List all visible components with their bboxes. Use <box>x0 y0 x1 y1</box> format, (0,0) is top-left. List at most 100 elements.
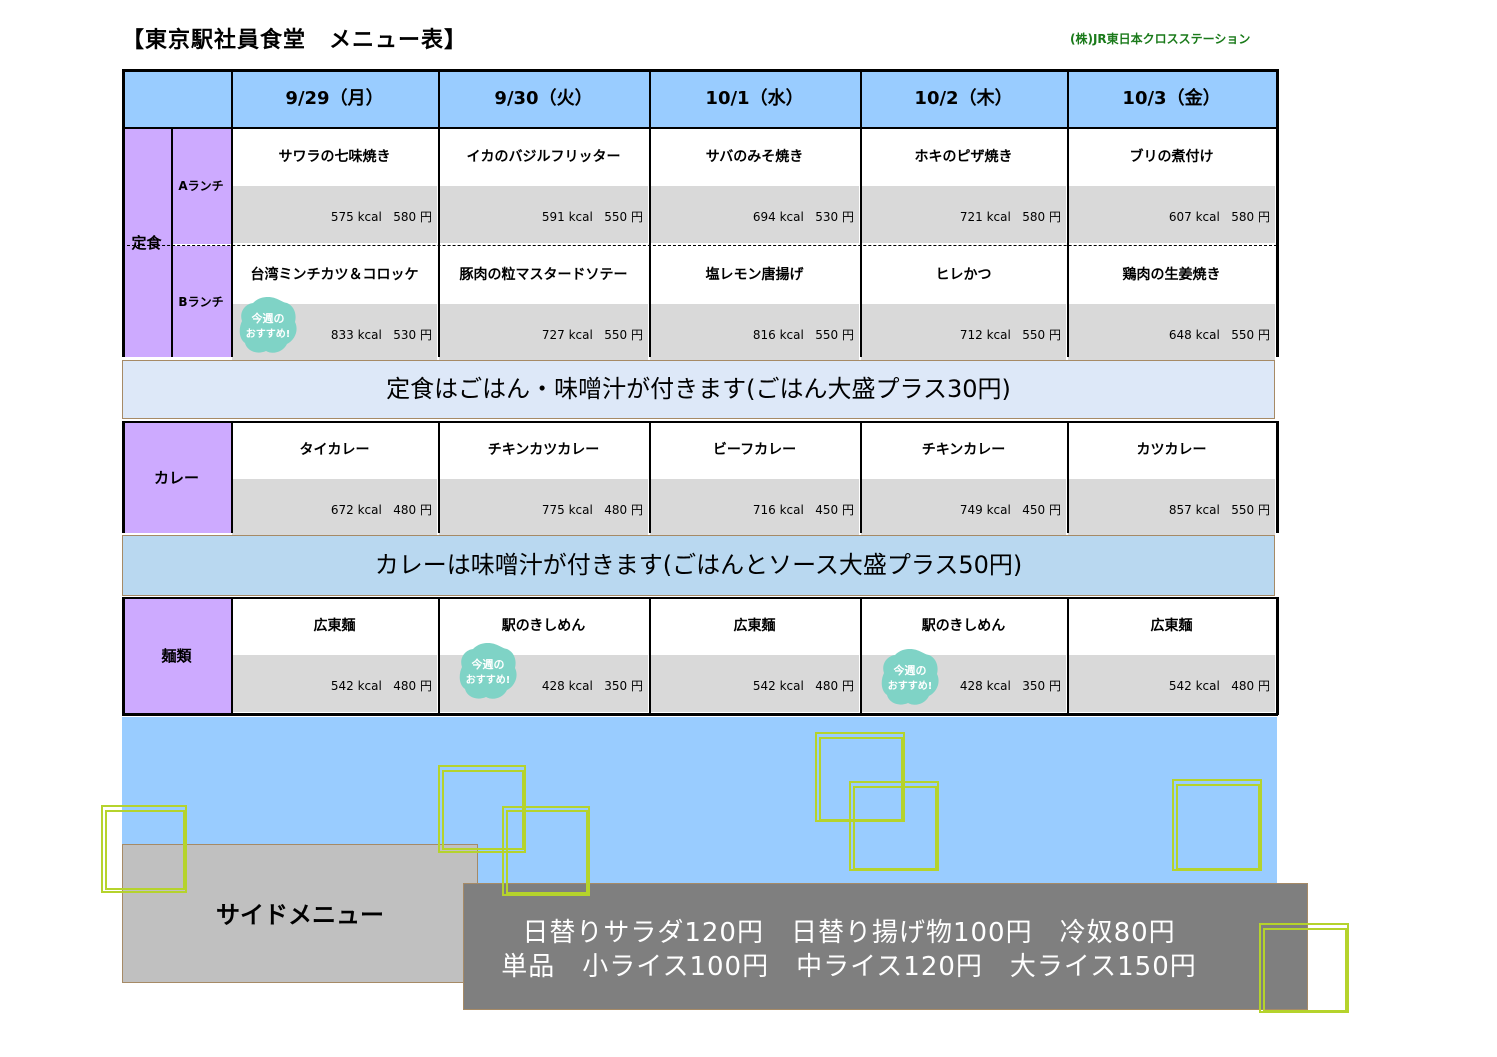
teishoku-note: 定食はごはん・味噌汁が付きます(ごはん大盛プラス30円) <box>122 360 1275 419</box>
kcal-unit: kcal <box>779 328 804 342</box>
price-value: 550 <box>604 328 628 342</box>
yen-unit: 円 <box>630 328 643 342</box>
kcal-unit: kcal <box>779 679 804 693</box>
kcal-value: 542 <box>752 679 776 693</box>
price-value: 480 <box>604 503 628 517</box>
price-value: 350 <box>604 679 628 693</box>
header-row <box>122 70 1277 127</box>
noodles-label: 麺類 <box>122 597 231 713</box>
price-value: 550 <box>815 328 839 342</box>
noodles-info: 542 kcal 480 円 <box>649 677 854 694</box>
row-divider <box>122 245 1277 246</box>
info-band <box>232 479 437 536</box>
kcal-value: 575 <box>330 210 354 224</box>
info-band <box>232 186 437 243</box>
a_lunch-dish-name: サバのみそ焼き <box>705 149 804 165</box>
kcal-unit: kcal <box>568 210 593 224</box>
noodles-info: 428 kcal 350 円 <box>860 677 1061 694</box>
kcal-value: 727 <box>541 328 565 342</box>
grid-line <box>122 127 1278 129</box>
info-band <box>439 479 648 536</box>
price-value: 550 <box>1231 328 1255 342</box>
a_lunch-info: 694 kcal 530 円 <box>649 208 854 225</box>
price-value: 530 <box>393 328 417 342</box>
b_lunch-info: 648 kcal 550 円 <box>1067 326 1270 343</box>
grid-line <box>122 421 1278 423</box>
decor-square <box>438 765 526 853</box>
noodles-info: 542 kcal 480 円 <box>1067 677 1270 694</box>
grid-line <box>231 69 233 357</box>
company-name: (株)JR東日本クロスステーション <box>1070 32 1251 46</box>
kcal-value: 833 <box>330 328 354 342</box>
noodles-dish-name: 広東麺 <box>1150 618 1193 634</box>
b_lunch-info: 712 kcal 550 円 <box>860 326 1061 343</box>
info-band <box>650 655 859 712</box>
page-title: 【東京駅社員食堂 メニュー表】 <box>122 28 468 53</box>
price-value: 580 <box>1022 210 1046 224</box>
curry-info: 775 kcal 480 円 <box>438 501 643 518</box>
a_lunch-dish-name: サワラの七味焼き <box>278 149 391 165</box>
kcal-unit: kcal <box>1195 503 1220 517</box>
kcal-unit: kcal <box>568 679 593 693</box>
yen-unit: 円 <box>841 210 854 224</box>
a_lunch-info: 607 kcal 580 円 <box>1067 208 1270 225</box>
decor-square <box>1259 923 1349 1013</box>
kcal-unit: kcal <box>1195 210 1220 224</box>
kcal-value: 694 <box>752 210 776 224</box>
side-menu-line1: 日替りサラダ120円 日替り揚げ物100円 冷奴80円 <box>522 918 1176 948</box>
info-band <box>861 186 1066 243</box>
b_lunch-dish-name: 台湾ミンチカツ＆コロッケ <box>250 267 419 283</box>
day-header: 9/30（火） <box>494 88 593 109</box>
info-band <box>1068 655 1275 712</box>
grid-line <box>1067 421 1069 533</box>
decor-square <box>853 786 937 870</box>
day-header: 9/29（月） <box>285 88 384 109</box>
a_lunch-info: 591 kcal 550 円 <box>438 208 643 225</box>
kcal-value: 775 <box>541 503 565 517</box>
kcal-unit: kcal <box>357 503 382 517</box>
kcal-value: 542 <box>330 679 354 693</box>
grid-line <box>122 69 1278 72</box>
kcal-value: 857 <box>1168 503 1192 517</box>
price-value: 450 <box>815 503 839 517</box>
b_lunch-info: 727 kcal 550 円 <box>438 326 643 343</box>
info-band <box>650 479 859 536</box>
badge-line2: おすすめ! <box>466 674 511 686</box>
b_lunch-dish-name: 豚肉の粒マスタードソテー <box>459 267 628 283</box>
side-menu-label: サイドメニュー <box>216 901 384 929</box>
info-band <box>1068 186 1275 243</box>
noodles-info: 542 kcal 480 円 <box>231 677 432 694</box>
badge-line1: 今週の <box>471 657 505 671</box>
kcal-unit: kcal <box>357 210 382 224</box>
kcal-unit: kcal <box>357 679 382 693</box>
grid-line <box>649 421 651 533</box>
price-value: 550 <box>1231 503 1255 517</box>
yen-unit: 円 <box>1048 210 1061 224</box>
yen-unit: 円 <box>630 679 643 693</box>
a_lunch-info: 575 kcal 580 円 <box>231 208 432 225</box>
grid-line <box>860 69 862 357</box>
curry-label: カレー <box>122 421 231 533</box>
grid-line <box>860 597 862 715</box>
kcal-value: 749 <box>959 503 983 517</box>
grid-line <box>122 713 1278 716</box>
yen-unit: 円 <box>1048 679 1061 693</box>
decor-square <box>1176 784 1260 870</box>
decor-square <box>1263 928 1347 1012</box>
kcal-unit: kcal <box>357 328 382 342</box>
noodles-dish-name: 広東麺 <box>733 618 776 634</box>
curry-dish-name: チキンカレー <box>921 442 1006 458</box>
grid-line <box>860 421 862 533</box>
kcal-unit: kcal <box>1195 679 1220 693</box>
noodles-dish-name: 広東麺 <box>313 618 356 634</box>
curry-info: 672 kcal 480 円 <box>231 501 432 518</box>
info-band <box>439 186 648 243</box>
info-band <box>232 655 437 712</box>
curry-dish-name: カツカレー <box>1136 442 1207 458</box>
grid-line <box>171 127 173 357</box>
price-value: 480 <box>1231 679 1255 693</box>
grid-line <box>438 597 440 715</box>
grid-line <box>1276 69 1279 357</box>
yen-unit: 円 <box>419 210 432 224</box>
day-header: 10/2（木） <box>914 88 1013 109</box>
